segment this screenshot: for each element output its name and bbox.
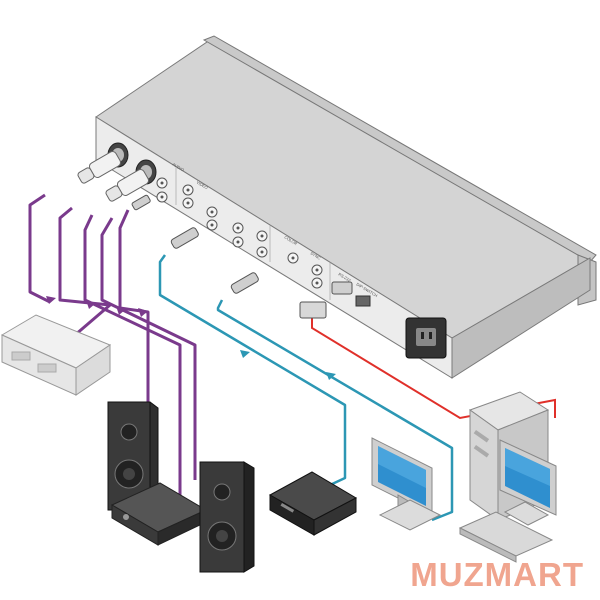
label-audio: AUDIO <box>171 162 184 173</box>
speaker-right <box>199 461 255 573</box>
dip-switch <box>355 295 371 307</box>
label-video: VIDEO <box>195 180 208 191</box>
media-player <box>268 471 358 536</box>
control-cable <box>311 318 556 420</box>
watermark-logo: MUZMART <box>410 556 584 593</box>
power-inlet <box>405 317 447 359</box>
speaker-left <box>107 401 159 511</box>
rs232-port <box>331 281 353 295</box>
label-color: COLOR <box>283 235 298 247</box>
keyboard <box>458 511 554 563</box>
monitor-left <box>371 437 442 531</box>
main-device <box>95 35 597 379</box>
arrow-icon <box>46 296 336 380</box>
label-sync: SYNC <box>309 251 321 261</box>
amplifier <box>110 482 208 546</box>
label-rs232: RS-232 <box>337 272 352 284</box>
bnc-plugs <box>131 194 259 294</box>
rs232-plug <box>299 301 327 319</box>
audio-player <box>0 314 112 396</box>
video-cables <box>158 254 454 522</box>
xlr-plugs <box>77 151 150 202</box>
monitor-right <box>499 439 557 526</box>
